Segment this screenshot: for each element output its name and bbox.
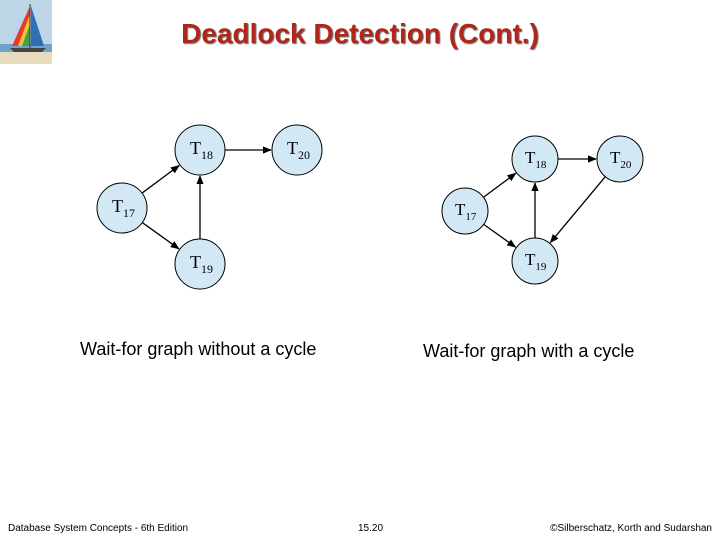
slide-title: Deadlock Detection (Cont.) [181,18,539,49]
footer-copyright: ©Silberschatz, Korth and Sudarshan [550,523,712,534]
node-subscript: 19 [535,261,547,273]
caption-no-cycle: Wait-for graph without a cycle [80,339,317,359]
edge-t17-to-t18 [141,164,180,194]
node-t18: T18 [174,124,226,176]
node-circle [441,187,489,235]
edge-t17-to-t19 [141,222,180,250]
caption-with-cycle: Wait-for graph with a cycle [423,341,635,361]
node-t17: T17 [441,187,489,235]
node-circle [596,135,644,183]
node-circle [96,182,148,234]
sailboat-logo [0,0,52,64]
edge-t20-to-t19 [549,176,606,244]
footer-book-title: Database System Concepts - 6th Edition [8,523,189,534]
node-subscript: 18 [535,159,547,171]
node-t17: T17 [96,182,148,234]
node-t20: T20 [271,124,323,176]
node-subscript: 20 [620,159,632,171]
node-subscript: 19 [201,262,213,276]
node-circle [511,135,559,183]
node-circle [174,124,226,176]
node-t20: T20 [596,135,644,183]
edge-t17-to-t19 [483,223,517,248]
node-subscript: 20 [298,148,310,162]
node-t19: T19 [511,237,559,285]
node-subscript: 18 [201,148,213,162]
node-circle [174,238,226,290]
node-circle [271,124,323,176]
node-subscript: 17 [123,206,135,220]
node-t18: T18 [511,135,559,183]
footer-page-number: 15.20 [358,523,384,534]
edge-t17-to-t18 [483,172,517,198]
node-circle [511,237,559,285]
node-subscript: 17 [465,211,477,223]
node-t19: T19 [174,238,226,290]
